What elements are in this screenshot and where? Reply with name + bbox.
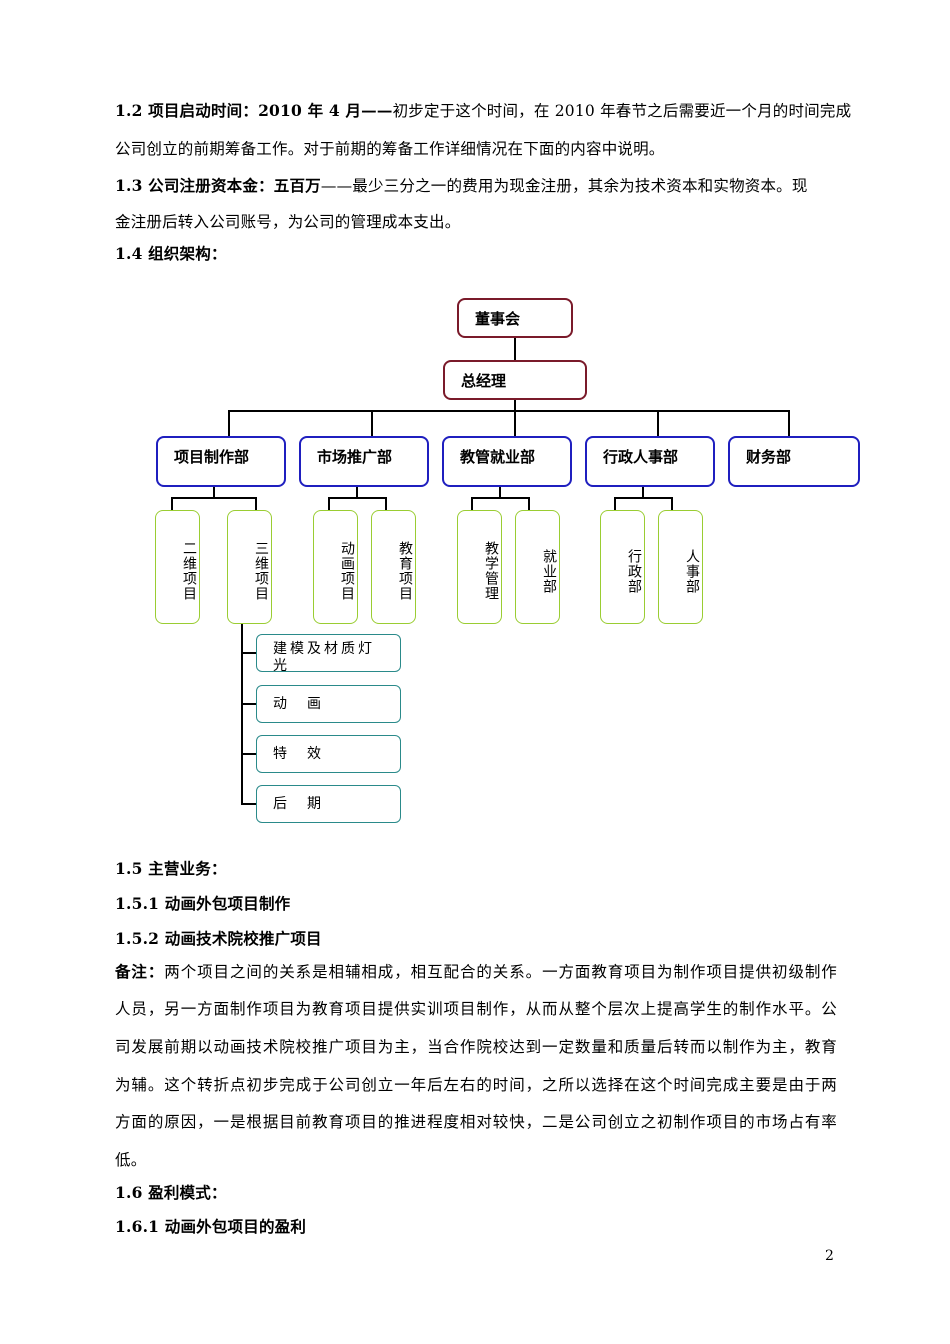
sub-administration: 行政部 xyxy=(600,510,645,624)
dept-marketing: 市场推广部 xyxy=(299,436,429,487)
section-1-3-line2: 金注册后转入公司账号，为公司的管理成本支出。 xyxy=(115,213,461,231)
section-1-2-line1: 1.2 项目启动时间：2010 年 4 月——初步定于这个时间，在 2010 年… xyxy=(115,101,851,121)
section-1-6-heading: 1.6 盈利模式： xyxy=(115,1183,227,1202)
dept-admin-hr: 行政人事部 xyxy=(585,436,715,487)
note-line-5: 方面的原因，一是根据目前教育项目的推进程度相对较快，二是公司创立之初制作项目的市… xyxy=(115,1113,837,1131)
section-1-2-heading: 1.2 项目启动时间：2010 年 4 月—— xyxy=(115,101,393,120)
sub-hr: 人事部 xyxy=(658,510,703,624)
task-modeling: 建模及材质灯光 xyxy=(256,634,401,674)
note-line-4: 为辅。这个转折点初步完成于公司创立一年后左右的时间，之所以选择在这个时间完成主要… xyxy=(115,1076,837,1094)
section-1-5-2-heading: 1.5.2 动画技术院校推广项目 xyxy=(115,929,322,948)
sub-3d-project: 三维项目 xyxy=(227,510,272,624)
sub-employment: 就业部 xyxy=(515,510,560,624)
section-1-2-line2: 公司创立的前期筹备工作。对于前期的筹备工作详细情况在下面的内容中说明。 xyxy=(115,140,665,158)
note-line-6: 低。 xyxy=(115,1151,147,1169)
board-box: 董事会 xyxy=(457,298,573,338)
sub-2d-project: 二维项目 xyxy=(155,510,200,624)
section-1-6-1-heading: 1.6.1 动画外包项目的盈利 xyxy=(115,1217,307,1236)
dept-education: 教管就业部 xyxy=(442,436,572,487)
section-1-5-heading: 1.5 主营业务： xyxy=(115,859,227,878)
dept-finance: 财务部 xyxy=(728,436,860,487)
section-1-3-line1: 1.3 公司注册资本金：五百万——最少三分之一的费用为现金注册，其余为技术资本和… xyxy=(115,176,837,196)
note-line-3: 司发展前期以动画技术院校推广项目为主，当合作院校达到一定数量和质量后转而以制作为… xyxy=(115,1038,837,1056)
note-label: 备注： xyxy=(115,962,165,981)
note-line-2: 人员，另一方面制作项目为教育项目提供实训项目制作，从而从整个层次上提高学生的制作… xyxy=(115,1000,837,1018)
section-1-2-text: 初步定于这个时间，在 2010 年春节之后需要近一个月的时间完成 xyxy=(392,102,852,120)
sub-animation-project: 动画项目 xyxy=(313,510,358,624)
section-1-4-heading: 1.4 组织架构： xyxy=(115,244,227,263)
dept-production: 项目制作部 xyxy=(156,436,286,487)
task-post-production: 后 期 xyxy=(256,785,401,823)
task-effects: 特 效 xyxy=(256,735,401,773)
page-number: 2 xyxy=(825,1248,834,1264)
section-1-3-text: ——最少三分之一的费用为现金注册，其余为技术资本和实物资本。现 xyxy=(320,177,808,195)
section-1-3-heading: 1.3 公司注册资本金：五百万 xyxy=(115,176,321,195)
section-1-5-1-heading: 1.5.1 动画外包项目制作 xyxy=(115,894,291,913)
general-manager-box: 总经理 xyxy=(443,360,587,400)
task-animation: 动 画 xyxy=(256,685,401,723)
sub-teaching-management: 教学管理 xyxy=(457,510,502,624)
sub-education-project: 教育项目 xyxy=(371,510,416,624)
note-line-1: 备注：两个项目之间的关系是相辅相成，相互配合的关系。一方面教育项目为制作项目提供… xyxy=(115,962,837,981)
